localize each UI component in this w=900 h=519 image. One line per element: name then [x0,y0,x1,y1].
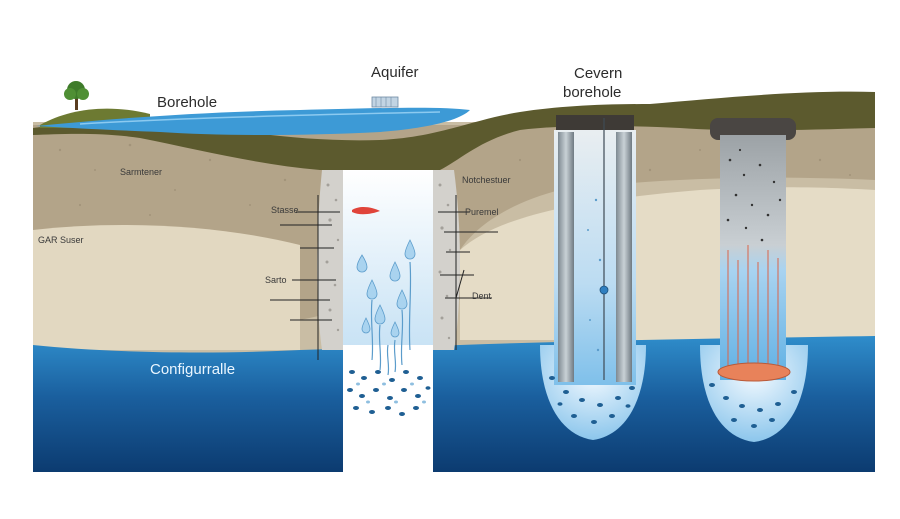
sandstone-layer-left [33,225,300,350]
hot-layer [717,362,791,382]
cavern-borehole-1 [540,115,646,440]
borehole-gravel-bed [347,370,431,416]
label-sarto: Sarto [265,275,287,285]
label-aquifer: Aquifer [371,64,419,81]
pump-house-icon [371,96,399,108]
label-configurralle: Configurralle [150,361,236,378]
leader-lines-left [270,195,340,360]
aquifer-layer [33,336,875,472]
tree-icon [64,81,89,110]
label-puremel: Puremel [465,207,499,217]
topsoil-layer [33,91,875,170]
leader-lines-right [438,195,498,350]
heat-streaks [727,245,779,372]
label-dent: Dent [472,291,492,301]
label-notchestuer: Notchestuer [462,175,511,185]
cavern-borehole-2 [700,118,808,442]
red-marker [352,207,380,215]
label-stasse: Stasse [271,205,299,215]
label-cavern-line1: Cevern [574,65,623,82]
water-highlight [79,111,441,125]
droplet-trails [370,261,412,376]
label-borehole: Borehole [157,94,218,111]
label-cavern-line2: borehole [563,84,622,101]
water-droplets [356,239,416,338]
label-gar-suser: GAR Suser [38,235,84,245]
label-sandstone: Sarmtener [120,167,163,177]
borehole-gravel-walls [317,170,460,350]
